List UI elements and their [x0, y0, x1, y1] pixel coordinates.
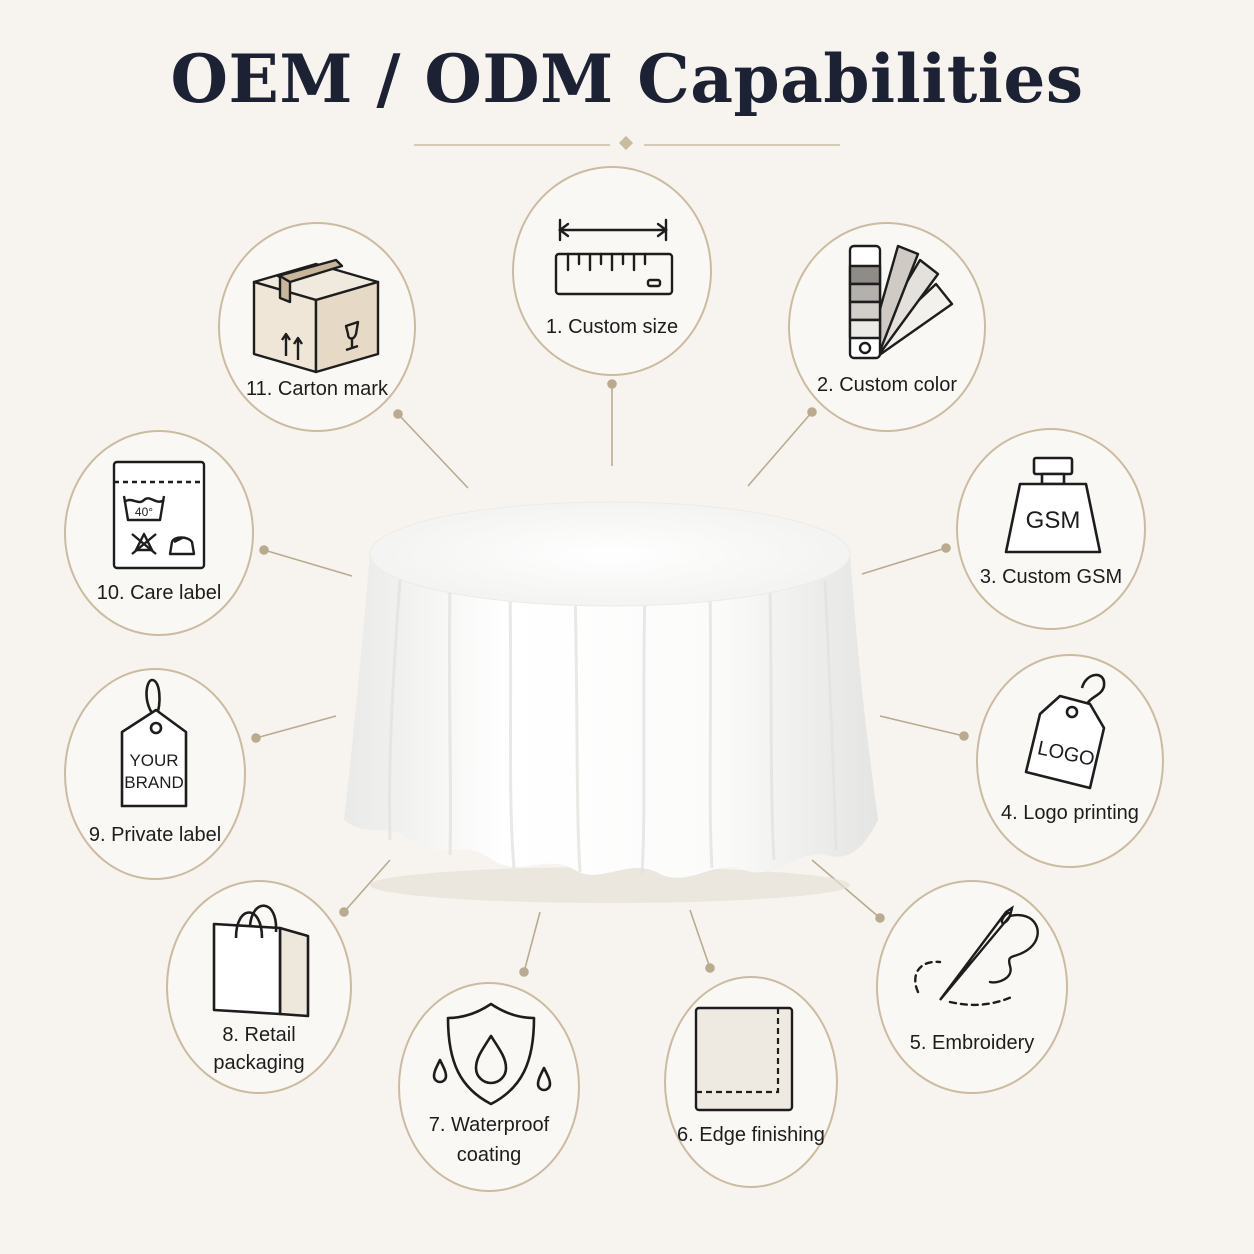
capability-custom-gsm: GSM 3. Custom GSM	[956, 428, 1146, 630]
logo-tag-icon: LOGO	[1024, 673, 1106, 790]
capability-embroidery: 5. Embroidery	[876, 880, 1068, 1094]
brand-tag-icon: YOUR BRAND	[120, 678, 188, 808]
capability-label: 9. Private label	[88, 824, 222, 846]
capability-waterproof-coating: 7. Waterproof coating	[398, 982, 580, 1192]
fabric-edge-icon	[694, 1006, 794, 1112]
care-label-icon: 40°	[112, 460, 206, 570]
page-title: OEM / ODM Capabilities	[170, 40, 1084, 118]
capability-label: 10. Care label	[96, 582, 222, 604]
capability-logo-printing: LOGO 4. Logo printing	[976, 654, 1164, 868]
ruler-icon	[554, 218, 674, 296]
care-temp-text: 40°	[135, 505, 153, 519]
capability-custom-size: 1. Custom size	[512, 166, 712, 376]
capability-label-line2: coating	[456, 1144, 522, 1166]
needle-thread-icon	[914, 905, 1039, 1007]
capability-label: 4. Logo printing	[1001, 802, 1139, 824]
capability-care-label: 40° 10. Care label	[64, 430, 254, 636]
round-tablecloth-image	[344, 501, 878, 903]
gsm-text: GSM	[1026, 507, 1081, 534]
capability-label: 5. Embroidery	[909, 1032, 1035, 1054]
capability-label: 3. Custom GSM	[979, 566, 1123, 588]
color-swatch-icon	[848, 244, 954, 360]
capability-retail-packaging: 8. Retail packaging	[166, 880, 352, 1094]
capability-label: 11. Carton mark	[246, 378, 388, 400]
capability-label: 1. Custom size	[545, 316, 679, 338]
water-shield-icon	[432, 1002, 552, 1106]
carton-box-icon	[252, 258, 380, 374]
capability-label: 2. Custom color	[816, 374, 958, 396]
capability-custom-color: 2. Custom color	[788, 222, 986, 432]
capability-label-line2: packaging	[213, 1052, 305, 1074]
capability-edge-finishing: 6. Edge finishing	[664, 976, 838, 1188]
capability-carton-mark: 11. Carton mark	[218, 222, 416, 432]
brand-line2-text: BRAND	[124, 773, 184, 792]
capability-label: 6. Edge finishing	[677, 1124, 825, 1146]
capability-private-label: YOUR BRAND 9. Private label	[64, 668, 246, 880]
title-divider	[414, 135, 840, 151]
brand-line1-text: YOUR	[129, 751, 178, 770]
capability-label-line1: 8. Retail	[222, 1024, 296, 1046]
capability-label-line1: 7. Waterproof	[428, 1114, 550, 1136]
weight-icon: GSM	[1004, 456, 1102, 554]
shopping-bag-icon	[212, 904, 310, 1018]
